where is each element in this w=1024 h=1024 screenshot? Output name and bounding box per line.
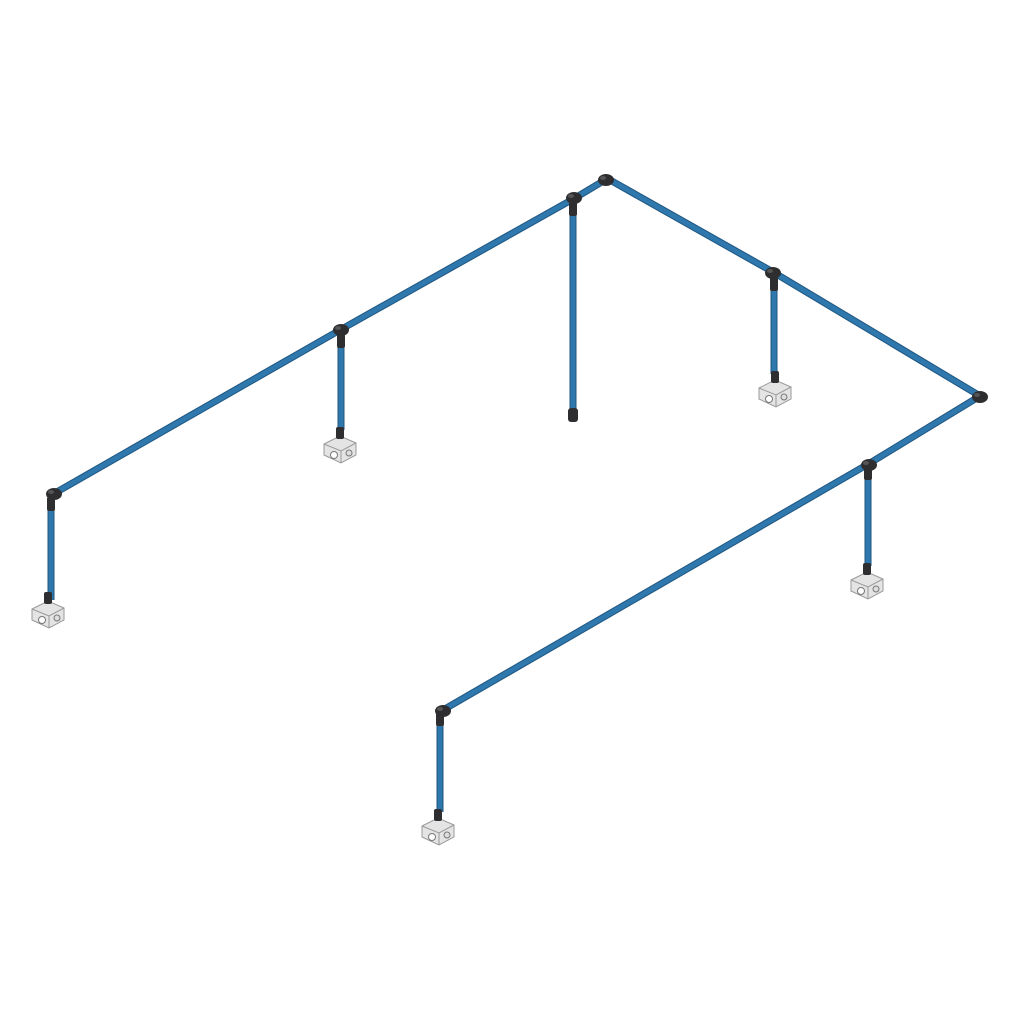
- tee-fitting-3-highlight: [767, 269, 773, 273]
- outlet-4-port-icon: [857, 587, 865, 595]
- tee-fitting-2-highlight: [568, 194, 574, 198]
- elbow-fitting-4-highlight: [437, 707, 443, 711]
- outlet-3-port-side-icon: [780, 393, 788, 401]
- outlet-5-port-icon: [428, 833, 436, 841]
- main-pipe-7: [441, 460, 872, 713]
- elbow-fitting-1-highlight: [48, 490, 54, 494]
- outlet-1-body: [31, 600, 65, 629]
- drop-coupler-3: [569, 202, 577, 216]
- outlet-1-port-icon: [38, 616, 46, 624]
- outlet-1-port-side-icon: [53, 614, 61, 622]
- tee-fitting-1-highlight: [335, 326, 341, 330]
- elbow-fitting-3: [972, 391, 988, 403]
- outlet-4-port-side-icon: [872, 585, 880, 593]
- outlet-3-connector: [771, 371, 779, 383]
- outlet-5-port-side-icon: [443, 831, 451, 839]
- outlet-4-body: [850, 571, 884, 600]
- elbow-fitting-3-highlight: [974, 393, 980, 397]
- main-pipe-5: [771, 269, 982, 399]
- outlet-3-port-icon: [765, 395, 773, 403]
- outlet-4-connector: [863, 563, 871, 575]
- main-pipe-4: [608, 177, 775, 275]
- main-pipe-6: [868, 393, 982, 466]
- outlet-1-connector: [44, 592, 52, 604]
- main-pipe-1: [53, 327, 342, 496]
- tee-fitting-4-highlight: [863, 461, 869, 465]
- outlet-2-port-icon: [330, 451, 338, 459]
- drop-coupler-5: [864, 466, 872, 480]
- outlet-3-body: [758, 379, 792, 408]
- outlet-2-connector: [336, 427, 344, 439]
- drop-coupler-4: [770, 277, 778, 291]
- outlet-2-body: [323, 435, 357, 464]
- outlet-2-port-side-icon: [345, 449, 353, 457]
- main-pipe-2: [338, 195, 577, 333]
- outlet-5-body: [421, 817, 455, 846]
- elbow-fitting-2: [598, 174, 614, 186]
- drop-coupler-2: [337, 334, 345, 348]
- elbow-fitting-2-highlight: [600, 176, 606, 180]
- outlet-5-connector: [434, 809, 442, 821]
- end-cap: [568, 408, 578, 422]
- drop-coupler-6: [436, 712, 444, 726]
- drop-coupler-1: [47, 497, 55, 511]
